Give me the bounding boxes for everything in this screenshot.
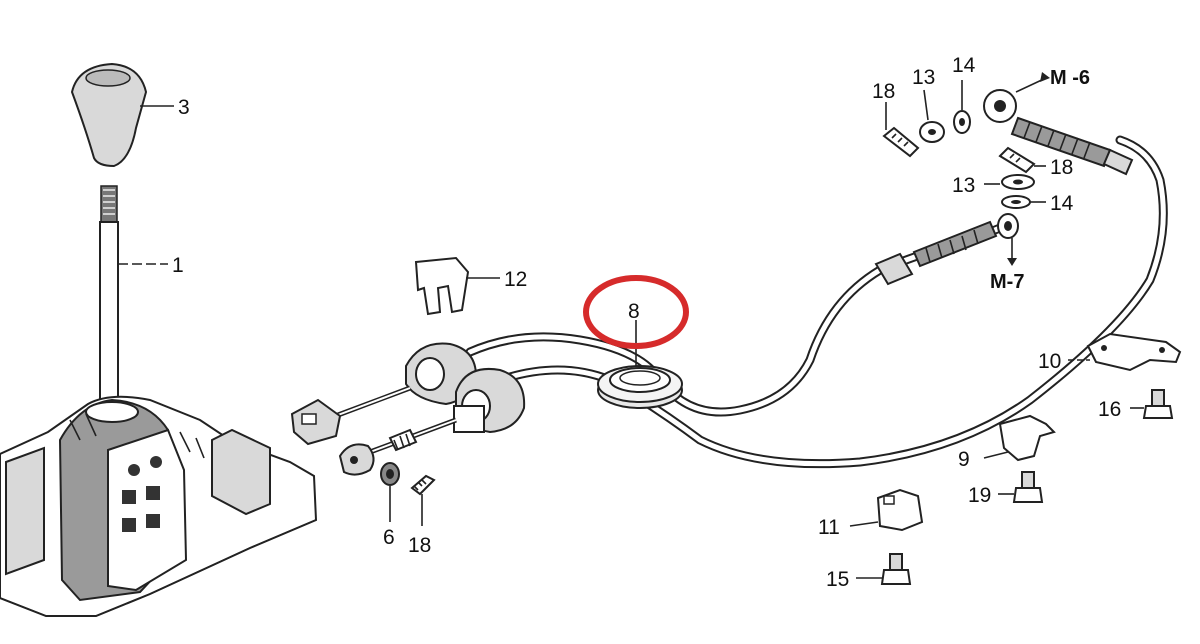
cable-sheath-lower-right [983, 89, 1134, 176]
cable-sheath-upper [874, 213, 1019, 286]
callout-15: 15 [826, 568, 849, 591]
part-18-pin-top [882, 102, 920, 158]
part-8-highlight-circle [583, 275, 689, 349]
ref-m6: M -6 [1050, 67, 1090, 89]
shift-base-assembly [0, 395, 318, 617]
part-19-bolt [998, 471, 1044, 503]
callout-6: 6 [383, 526, 395, 549]
callout-11: 11 [818, 516, 840, 539]
callout-16: 16 [1098, 398, 1121, 421]
callout-10: 10 [1038, 350, 1061, 373]
callout-8: 8 [628, 300, 640, 323]
part-16-bolt [1130, 389, 1174, 419]
callout-9: 9 [958, 448, 970, 471]
part-10-bracket [1068, 332, 1182, 372]
callout-13-top: 13 [912, 66, 935, 89]
cable-end-upper [290, 385, 411, 446]
callout-14-mid: 14 [1050, 192, 1074, 215]
callout-3: 3 [178, 96, 190, 119]
part-8-grommet [597, 320, 683, 409]
part-14-washer-top [953, 80, 971, 134]
callout-19: 19 [968, 484, 991, 507]
part-13-washer-mid [984, 174, 1035, 190]
shift-knob [70, 62, 148, 168]
part-14-washer-mid [1001, 195, 1046, 209]
callout-12: 12 [504, 268, 527, 291]
part-18-pin-left [410, 474, 436, 526]
shift-lever [99, 185, 119, 413]
callout-14-top: 14 [952, 54, 976, 77]
ref-m7: M-7 [990, 271, 1024, 293]
callout-18-mid: 18 [1050, 156, 1073, 179]
callout-18-top: 18 [872, 80, 895, 103]
part-15-bolt [856, 553, 912, 585]
callout-1: 1 [172, 254, 184, 277]
shift-cables [465, 135, 1168, 469]
part-9-bracket [983, 414, 1056, 462]
cable-boots [405, 342, 526, 434]
part-18-pin-mid [998, 146, 1046, 174]
part-13-washer-top [919, 89, 945, 143]
part-6-washer [380, 462, 400, 522]
callout-13-mid: 13 [952, 174, 975, 197]
cable-end-lower [338, 417, 457, 476]
callout-18-left: 18 [408, 534, 431, 557]
part-11-bracket [849, 488, 924, 532]
part-12-clip [414, 256, 470, 316]
